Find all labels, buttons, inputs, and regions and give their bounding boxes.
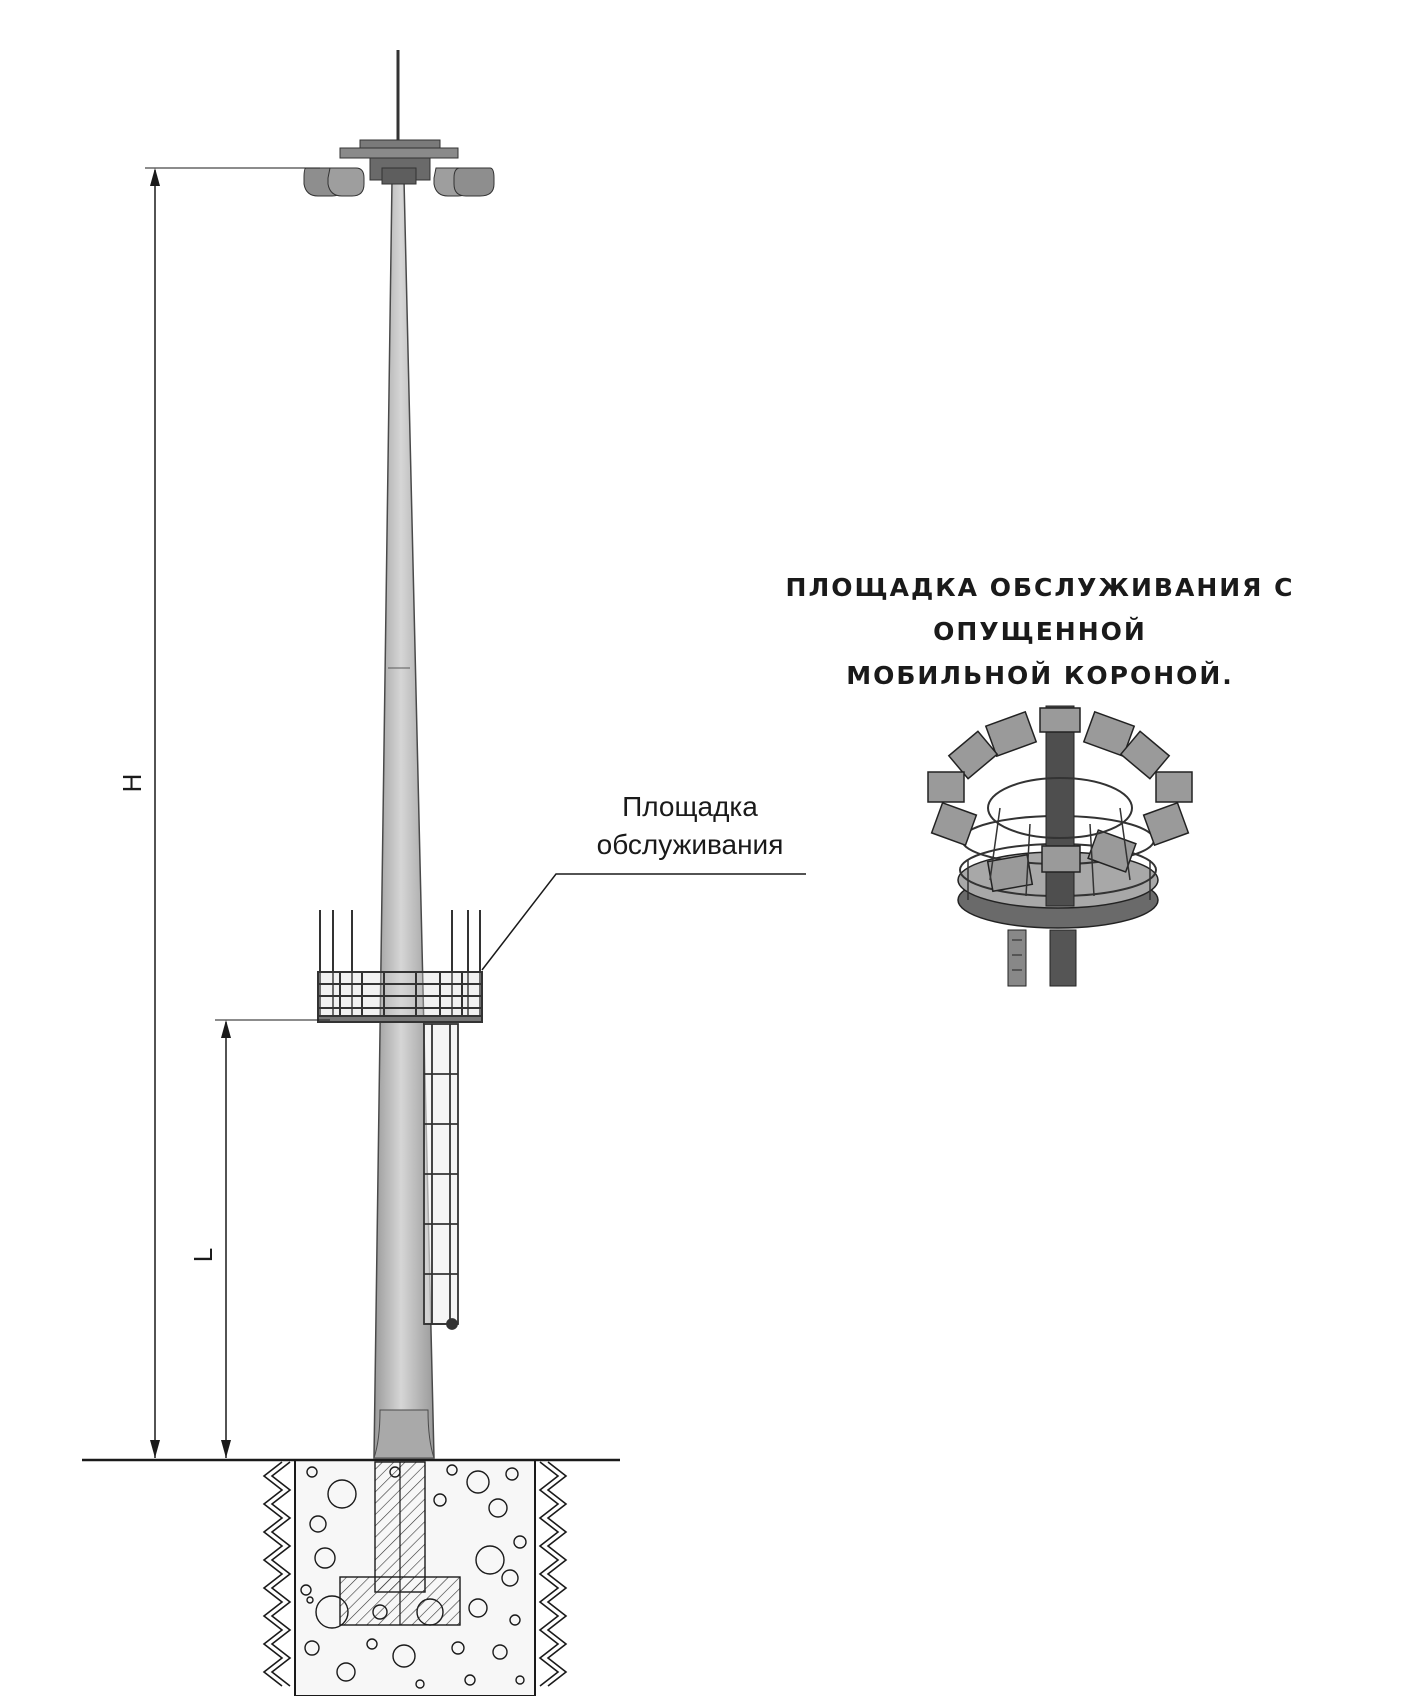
crown-caption-line-2: мобильной короной. [846, 661, 1234, 690]
soil-left [262, 1461, 292, 1687]
crown-detail [927, 705, 1193, 987]
anchor-base-plate [339, 1576, 461, 1626]
crown-detail-caption: Площадка обслуживания с опущенной мобиль… [700, 566, 1380, 698]
ladder [423, 1023, 459, 1330]
platform-label-line-1: Площадка [622, 791, 758, 822]
pole [373, 50, 435, 1459]
dimension-l [215, 1019, 330, 1458]
dimension-h [145, 167, 320, 1458]
dimension-l-label: L [188, 1248, 218, 1262]
foundation [262, 1459, 568, 1697]
crown-caption-line-1: Площадка обслуживания с опущенной [785, 573, 1295, 646]
concrete-aggregate [300, 1464, 527, 1689]
service-platform [317, 910, 483, 1023]
soil-right [538, 1461, 568, 1687]
platform-leader-line [481, 873, 806, 971]
platform-label: Площадка обслуживания [560, 788, 820, 864]
floodlight-right [453, 167, 495, 197]
dimension-h-label: H [117, 774, 147, 793]
light-crown-top [303, 139, 495, 197]
platform-label-line-2: обслуживания [596, 829, 784, 860]
